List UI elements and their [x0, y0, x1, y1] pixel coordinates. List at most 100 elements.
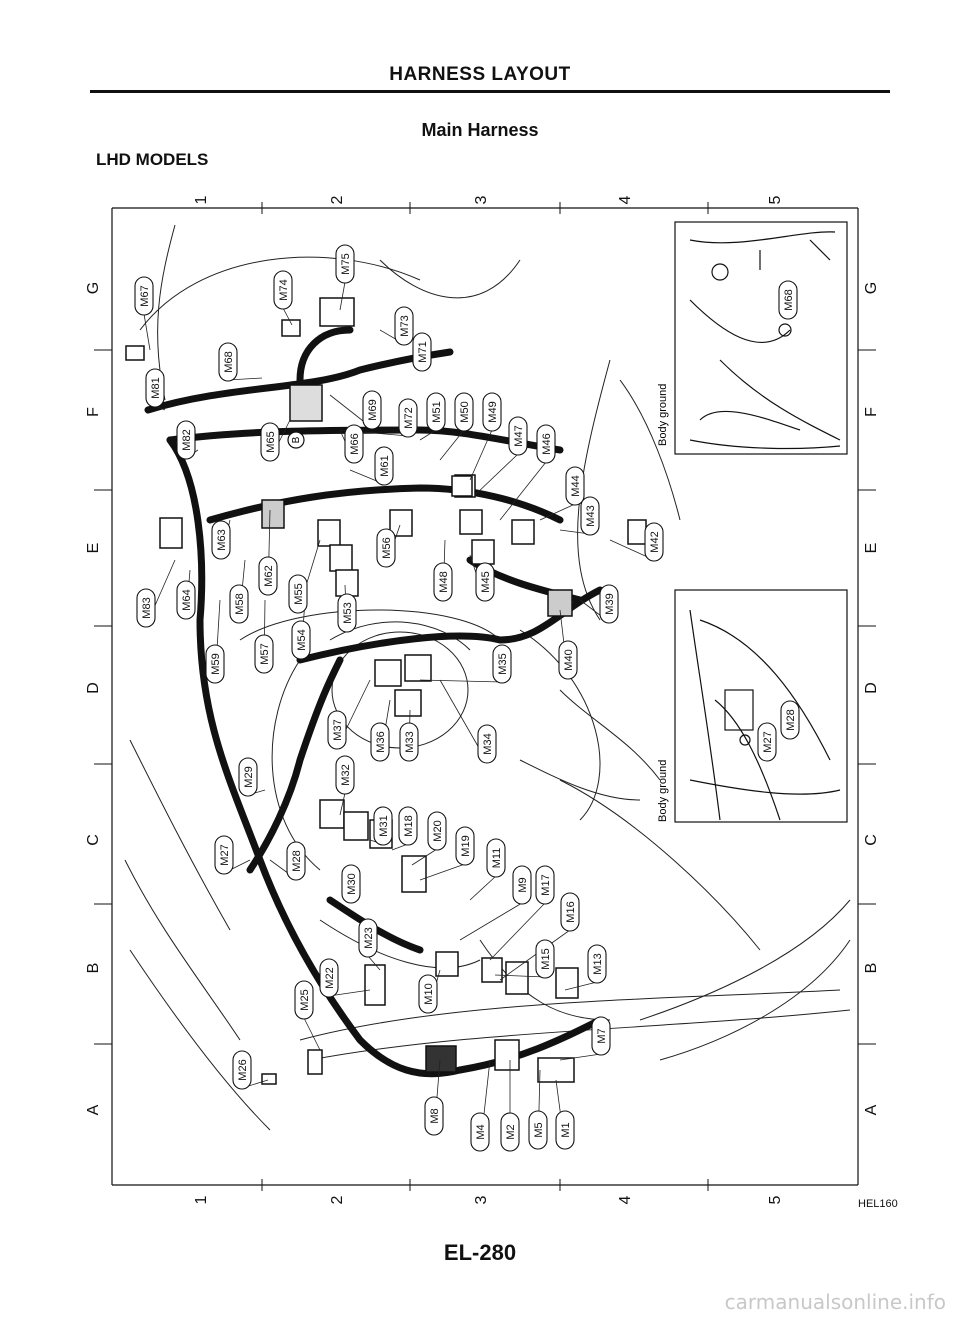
connector-text-m20: M20 — [432, 820, 444, 841]
connector-text-m16: M16 — [565, 901, 577, 922]
connector-label-m44: M44 — [565, 466, 585, 506]
connector-label-m29: M29 — [238, 757, 258, 797]
connector-label-m15: M15 — [535, 939, 555, 979]
connector-label-m32: M32 — [335, 755, 355, 795]
inset-bottom-connector-label-m27-text: M27 — [762, 731, 774, 752]
grid-row-label-C: C — [85, 834, 102, 846]
connector-label-m40: M40 — [558, 640, 578, 680]
connector-text-m83: M83 — [141, 597, 153, 618]
grid-column-label-2: 2 — [329, 195, 346, 204]
connector-text-m34: M34 — [482, 733, 494, 754]
inset-top-ground-label: Body ground — [657, 384, 669, 446]
connector-label-m30: M30 — [341, 864, 361, 904]
connector-label-m71: M71 — [412, 332, 432, 372]
ground-marker-b: B — [287, 431, 305, 449]
grid-column-label-1: 1 — [193, 1195, 210, 1204]
connector-label-m55: M55 — [288, 574, 308, 614]
connector-text-m68: M68 — [223, 351, 235, 372]
ground-marker-b-label: B — [291, 436, 302, 443]
connector-text-m13: M13 — [592, 953, 604, 974]
connector-label-m33: M33 — [399, 722, 419, 762]
connector-text-m63: M63 — [216, 529, 228, 550]
connector-label-m66: M66 — [344, 424, 364, 464]
connector-text-m61: M61 — [379, 455, 391, 476]
grid-row-label-D: D — [85, 682, 102, 694]
connector-text-m8: M8 — [429, 1108, 441, 1123]
connector-text-m1: M1 — [560, 1122, 572, 1137]
grid-column-label-5: 5 — [767, 1195, 784, 1204]
connector-label-m11: M11 — [486, 838, 506, 878]
connector-text-m55: M55 — [293, 583, 305, 604]
connector-label-m81: M81 — [145, 368, 165, 408]
connector-label-m4: M4 — [470, 1112, 490, 1152]
connector-label-m2: M2 — [500, 1112, 520, 1152]
connector-text-m81: M81 — [150, 377, 162, 398]
connector-label-m73: M73 — [394, 306, 414, 346]
connector-label-m39: M39 — [599, 584, 619, 624]
connector-label-m19: M19 — [455, 826, 475, 866]
connector-text-m30: M30 — [346, 873, 358, 894]
connector-text-m59: M59 — [210, 653, 222, 674]
watermark: carmanualsonline.info — [724, 1290, 946, 1314]
grid-row-label-B: B — [85, 963, 102, 974]
page-number: EL-280 — [443, 1240, 517, 1265]
grid-row-label-E: E — [85, 543, 102, 554]
connector-text-m39: M39 — [604, 593, 616, 614]
connector-text-m46: M46 — [541, 433, 553, 454]
connector-text-m72: M72 — [403, 407, 415, 428]
connector-text-m50: M50 — [459, 401, 471, 422]
inset-top-view — [674, 221, 848, 455]
connector-text-m7: M7 — [596, 1028, 608, 1043]
connector-text-m43: M43 — [585, 505, 597, 526]
inset-top-connector-label: M68 — [778, 280, 798, 320]
connector-text-m66: M66 — [349, 433, 361, 454]
connector-text-m49: M49 — [487, 401, 499, 422]
connector-text-m31: M31 — [378, 815, 390, 836]
connector-label-m82: M82 — [176, 420, 196, 460]
connector-label-m57: M57 — [254, 634, 274, 674]
connector-label-m37: M37 — [327, 710, 347, 750]
inset-bottom-view — [674, 589, 848, 823]
connector-text-m23: M23 — [363, 927, 375, 948]
connector-label-m65: M65 — [260, 422, 280, 462]
connector-text-m45: M45 — [480, 571, 492, 592]
inset-bottom-connector-label-m28: M28 — [780, 700, 800, 740]
connector-text-m48: M48 — [438, 571, 450, 592]
connector-label-m74: M74 — [273, 270, 293, 310]
connector-text-m28: M28 — [291, 850, 303, 871]
connector-text-m58: M58 — [234, 593, 246, 614]
connector-text-m11: M11 — [491, 848, 503, 869]
connector-text-m69: M69 — [367, 399, 379, 420]
grid-column-label-4: 4 — [617, 195, 634, 204]
connector-text-m71: M71 — [417, 341, 429, 362]
inset-bottom-connector-label-m28-text: M28 — [785, 709, 797, 730]
connector-label-m18: M18 — [398, 806, 418, 846]
connector-text-m26: M26 — [237, 1059, 249, 1080]
connector-label-m23: M23 — [358, 918, 378, 958]
connector-text-m4: M4 — [475, 1124, 487, 1139]
connector-label-m47: M47 — [508, 416, 528, 456]
inset-bottom-ground-label: Body ground — [657, 760, 669, 822]
connector-label-m17: M17 — [535, 865, 555, 905]
connector-text-m65: M65 — [265, 431, 277, 452]
connector-label-m46: M46 — [536, 424, 556, 464]
grid-row-label-A: A — [85, 1104, 102, 1115]
grid-column-label-3: 3 — [473, 195, 490, 204]
connector-text-m44: M44 — [570, 475, 582, 496]
connector-text-m33: M33 — [404, 731, 416, 752]
connector-label-m5: M5 — [528, 1110, 548, 1150]
connector-text-m36: M36 — [375, 731, 387, 752]
connector-text-m5: M5 — [533, 1122, 545, 1137]
grid-row-label-G: G — [85, 282, 102, 294]
connector-label-m43: M43 — [580, 496, 600, 536]
connector-label-m62: M62 — [258, 556, 278, 596]
grid-row-label-F: F — [85, 407, 102, 417]
grid-row-label-A: A — [863, 1104, 880, 1115]
connector-text-m17: M17 — [540, 874, 552, 895]
grid-row-label-C: C — [863, 834, 880, 846]
connector-label-m48: M48 — [433, 562, 453, 602]
connector-label-m7: M7 — [591, 1016, 611, 1056]
connector-label-m63: M63 — [211, 520, 231, 560]
connector-label-m8: M8 — [424, 1096, 444, 1136]
